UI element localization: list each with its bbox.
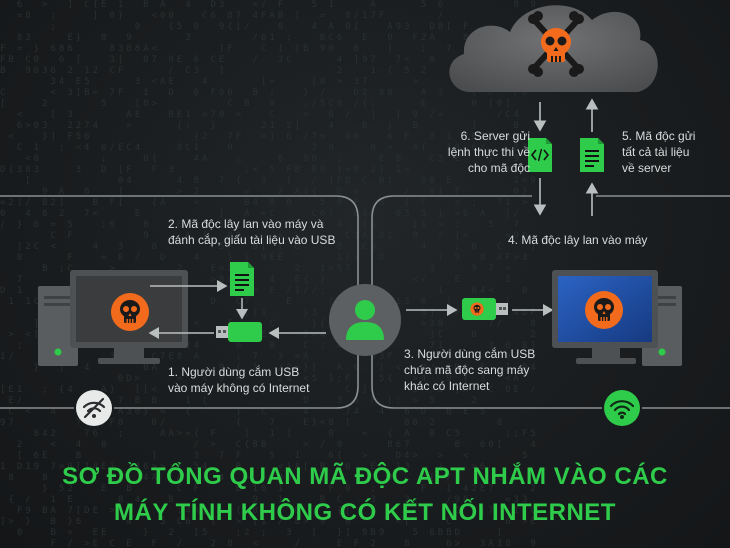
document-icon <box>230 262 254 296</box>
step-2-label: 2. Mã độc lây lan vào máy và đánh cắp, g… <box>168 217 336 247</box>
code-file-icon <box>528 138 552 172</box>
step-5-label: 5. Mã độc gửi tất cả tài liệu về server <box>622 129 696 175</box>
skull-crossbones-icon <box>528 11 584 77</box>
step-4-label: 4. Mã độc lây lan vào máy <box>508 233 648 247</box>
skull-icon <box>585 291 623 329</box>
usb-drive-icon <box>462 298 508 320</box>
skull-icon <box>111 293 149 331</box>
step-3-label: 3. Người dùng cắm USB chứa mã độc sang m… <box>404 347 536 393</box>
step-6-label: 6. Server gửi lệnh thực thi về cho mã độ… <box>447 129 530 175</box>
usb-drive-icon <box>216 322 262 342</box>
wifi-icon <box>604 390 640 426</box>
skull-icon <box>470 302 484 316</box>
diagram-title-line-2: MÁY TÍNH KHÔNG CÓ KẾT NỐI INTERNET <box>114 499 616 526</box>
diagram-title-line-1: SƠ ĐỒ TỔNG QUAN MÃ ĐỘC APT NHẮM VÀO CÁC <box>62 463 668 490</box>
user-icon <box>329 284 401 356</box>
wifi-off-icon <box>76 390 112 426</box>
step-1-label: 1. Người dùng cắm USB vào máy không có I… <box>168 365 310 395</box>
document-icon <box>580 138 604 172</box>
